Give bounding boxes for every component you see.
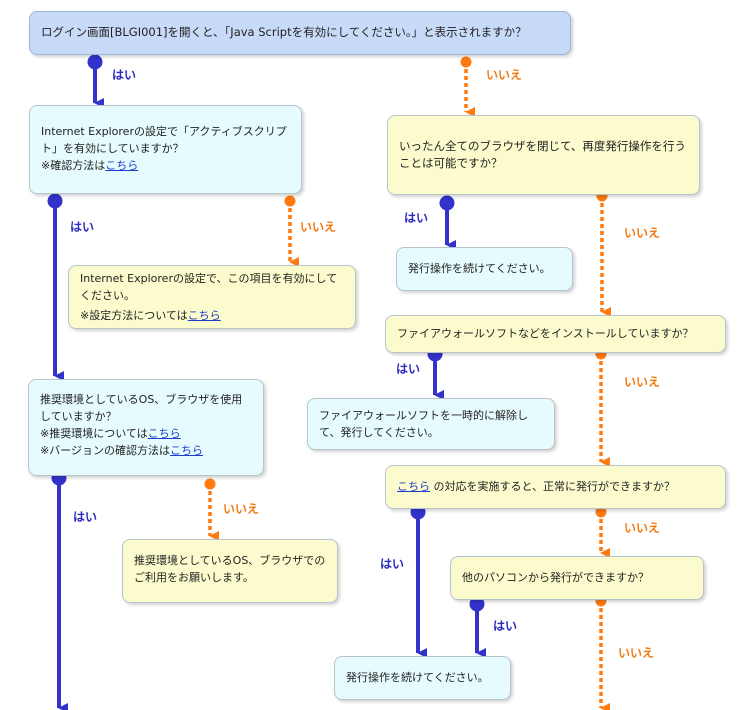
yes-label: はい xyxy=(73,510,98,524)
yes-arrows xyxy=(47,54,486,710)
continue-issuing-2-text: 発行操作を続けてください。 xyxy=(346,671,489,684)
no-label: いいえ xyxy=(223,502,260,516)
firewall-instruction-text: ファイアウォールソフトを一時的に解除して、発行してください。 xyxy=(319,409,528,439)
no-label: いいえ xyxy=(486,68,523,82)
question-restart-browser: いったん全てのブラウザを閉じて、再度発行操作を行うことは可能ですか？ xyxy=(387,115,700,195)
yes-label: はい xyxy=(396,362,421,376)
check-method-label: ※確認方法は xyxy=(41,159,106,172)
ie-enable-text: Internet Explorerの設定で、この項目を有効にしてください。 xyxy=(80,272,338,302)
no-label: いいえ xyxy=(300,220,337,234)
yes-label: はい xyxy=(404,211,429,225)
yes-label: はい xyxy=(112,68,137,82)
setting-method-link[interactable]: こちら xyxy=(187,309,221,322)
question-other-pc: 他のパソコンから発行ができますか？ xyxy=(450,556,704,600)
env-info-label: ※推奨環境については xyxy=(40,427,148,440)
version-check-link[interactable]: こちら xyxy=(170,444,203,457)
yes-label: はい xyxy=(70,220,95,234)
continue-issuing-1-text: 発行操作を続けてください。 xyxy=(408,262,551,275)
question-firewall: ファイアウォールソフトなどをインストールしていますか？ xyxy=(385,315,726,353)
question-fix-works: こちら の対応を実施すると、正常に発行ができますか？ xyxy=(385,465,726,509)
question-javascript-text: ログイン画面[BLGI001]を開くと、「Java Scriptを有効にしてくだ… xyxy=(41,25,527,39)
setting-method-label: ※設定方法については xyxy=(80,309,188,322)
question-other-pc-text: 他のパソコンから発行ができますか？ xyxy=(462,571,649,584)
env-info-link[interactable]: こちら xyxy=(147,427,181,440)
ie-enable-instruction: Internet Explorerの設定で、この項目を有効にしてください。 ※設… xyxy=(68,265,356,329)
firewall-instruction: ファイアウォールソフトを一時的に解除して、発行してください。 xyxy=(307,398,555,450)
question-ie-active-script: Internet Explorerの設定で「アクティブスクリプト」を有効にしてい… xyxy=(29,105,302,194)
question-javascript-message: ログイン画面[BLGI001]を開くと、「Java Scriptを有効にしてくだ… xyxy=(29,11,571,55)
continue-issuing-1: 発行操作を続けてください。 xyxy=(396,247,573,291)
yes-label: はい xyxy=(493,619,518,633)
question-recommended-env: 推奨環境としているOS、ブラウザを使用していますか？ ※推奨環境についてはこちら… xyxy=(28,379,264,476)
check-method-link[interactable]: こちら xyxy=(105,159,139,172)
question-restart-text: いったん全てのブラウザを閉じて、再度発行操作を行うことは可能ですか？ xyxy=(399,139,686,170)
continue-issuing-2: 発行操作を続けてください。 xyxy=(334,656,511,700)
question-fix-text: の対応を実施すると、正常に発行ができますか？ xyxy=(433,480,676,493)
no-label: いいえ xyxy=(624,375,661,389)
no-label: いいえ xyxy=(624,226,661,240)
version-check-label: ※バージョンの確認方法は xyxy=(40,444,170,457)
fix-link[interactable]: こちら xyxy=(397,480,430,493)
question-ie-text: Internet Explorerの設定で「アクティブスクリプト」を有効にしてい… xyxy=(41,125,287,155)
question-env-text: 推奨環境としているOS、ブラウザを使用していますか？ xyxy=(40,393,243,423)
no-label: いいえ xyxy=(624,521,661,535)
question-firewall-text: ファイアウォールソフトなどをインストールしていますか？ xyxy=(397,327,694,340)
yes-label: はい xyxy=(380,557,405,571)
no-label: いいえ xyxy=(618,646,655,660)
env-recommendation: 推奨環境としているOS、ブラウザでのご利用をお願いします。 xyxy=(122,539,338,603)
env-recommendation-text: 推奨環境としているOS、ブラウザでのご利用をお願いします。 xyxy=(134,554,326,584)
